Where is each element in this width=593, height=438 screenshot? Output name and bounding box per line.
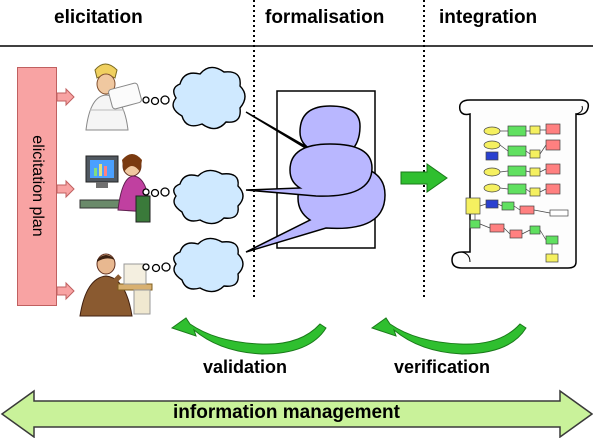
verification-arrow-icon xyxy=(370,317,527,355)
elicitation-plan-box xyxy=(17,67,57,306)
information-management-band xyxy=(0,389,593,438)
person-engineer-icon xyxy=(85,63,142,131)
integration-arrow-icon xyxy=(400,163,448,193)
speech-bubble-group xyxy=(245,105,386,253)
elicitation-plan-label: elicitation plan xyxy=(29,135,46,237)
thought-dots xyxy=(142,95,171,273)
person-computer-icon xyxy=(79,154,151,223)
validation-label: validation xyxy=(203,357,288,377)
header-elicitation: elicitation xyxy=(54,7,143,28)
validation-arrow-icon xyxy=(170,317,327,355)
header-integration: integration xyxy=(439,7,538,28)
thought-cloud-3 xyxy=(173,237,244,293)
verification-label: verification xyxy=(394,357,491,377)
information-management-label: information management xyxy=(173,402,400,423)
person-thinking-icon xyxy=(79,253,153,317)
plan-arrows xyxy=(56,87,75,301)
scroll-flowchart xyxy=(465,123,569,263)
scroll-document-icon xyxy=(451,99,590,269)
thought-cloud-2 xyxy=(173,169,244,225)
header-formalisation: formalisation xyxy=(265,7,385,28)
thought-cloud-1 xyxy=(172,66,246,130)
